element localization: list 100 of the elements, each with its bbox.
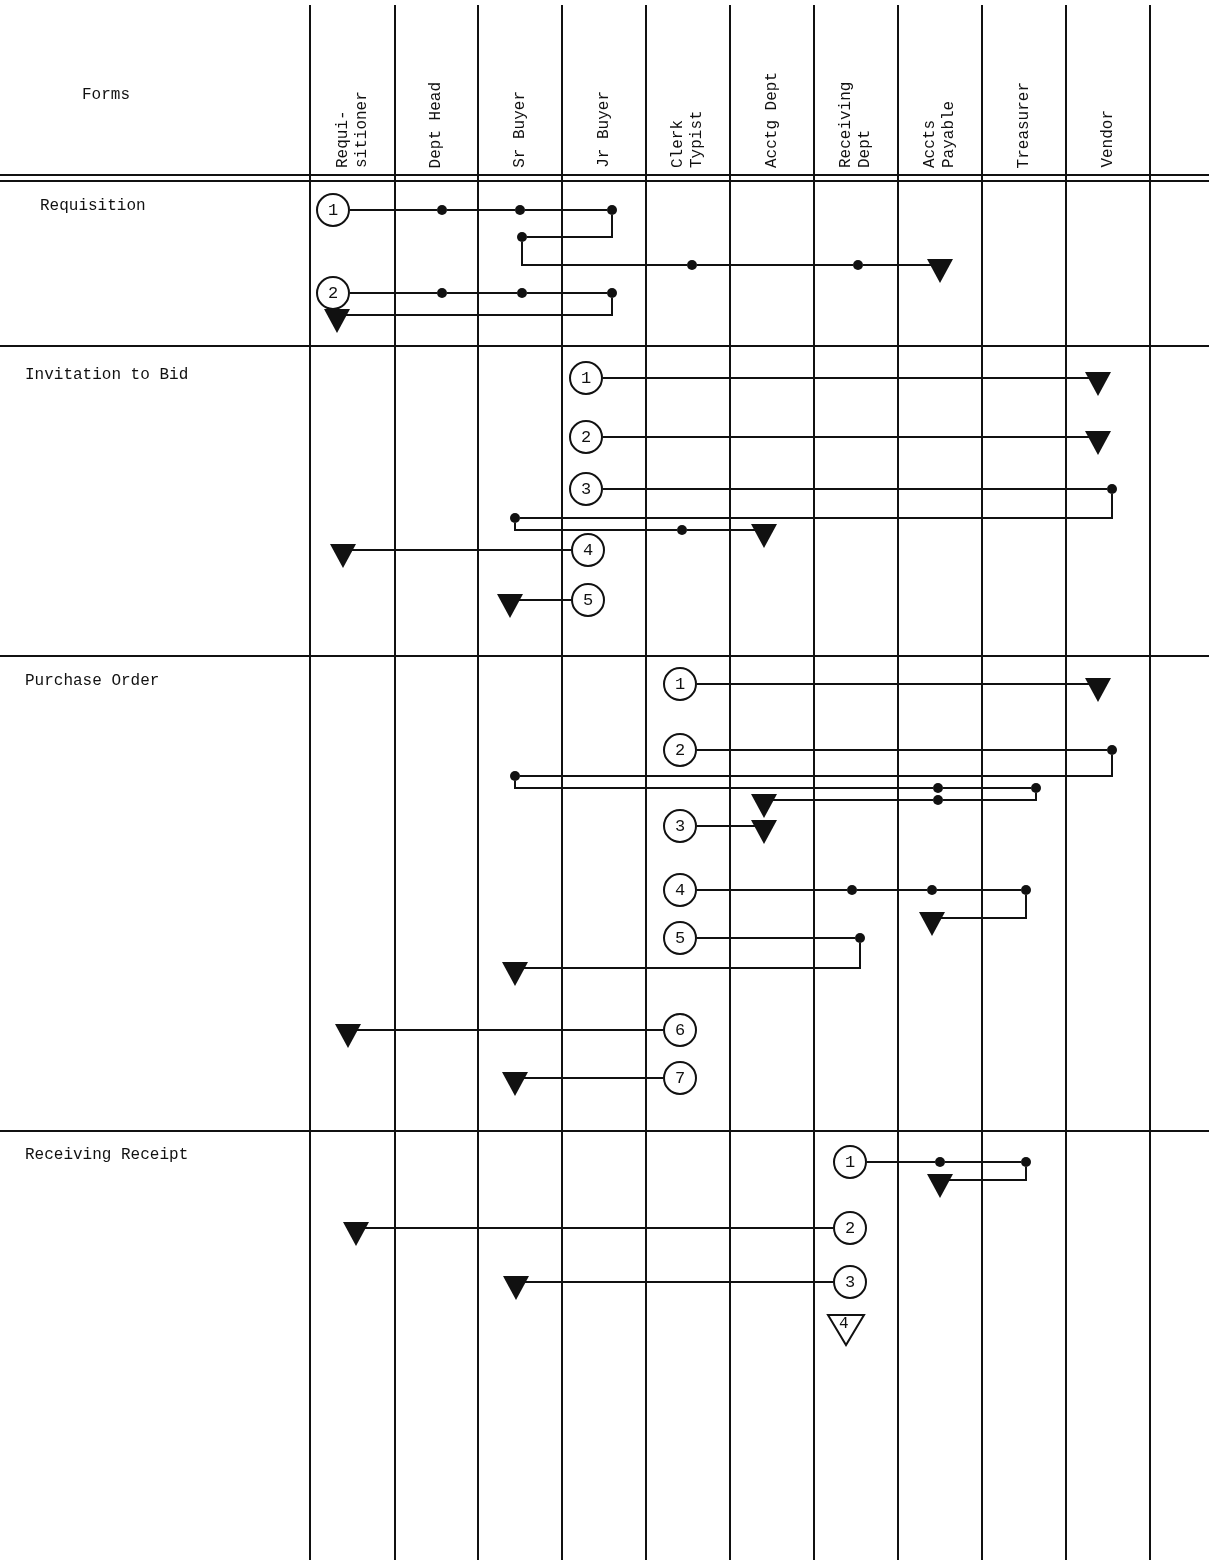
routing-line [523, 1077, 664, 1079]
row-header: Invitation to Bid [25, 366, 189, 384]
triangle-symbol [751, 524, 777, 548]
routing-line [686, 529, 756, 531]
dot [853, 260, 863, 270]
routing-line [602, 436, 1090, 438]
dot [517, 288, 527, 298]
routing-line [514, 522, 678, 531]
numbered-circle: 2 [316, 276, 350, 310]
numbered-circle: 4 [663, 873, 697, 907]
routing-line [446, 209, 516, 211]
routing-line [942, 792, 1037, 801]
routing-line [936, 889, 1022, 891]
routing-line [519, 754, 1113, 777]
routing-line [524, 209, 608, 211]
routing-line [942, 787, 1032, 789]
routing-line [519, 493, 1113, 519]
routing-line [514, 780, 934, 789]
triangle-symbol [751, 794, 777, 818]
triangle-symbol [1085, 678, 1111, 702]
numbered-circle: 7 [663, 1061, 697, 1095]
routing-line [944, 1161, 1022, 1163]
dot [847, 885, 857, 895]
column-header: Receiving Dept [837, 80, 875, 168]
dot [515, 205, 525, 215]
dot [437, 288, 447, 298]
dot [933, 783, 943, 793]
routing-line [602, 377, 1090, 379]
dot [1021, 1157, 1031, 1167]
numbered-circle: 1 [663, 667, 697, 701]
row-header: Requisition [40, 197, 146, 215]
routing-line [862, 264, 932, 266]
triangle-number: 4 [839, 1315, 849, 1333]
dot [437, 205, 447, 215]
triangle-symbol [1085, 372, 1111, 396]
triangle-symbol [751, 820, 777, 844]
routing-line [526, 292, 608, 294]
numbered-circle: 2 [663, 733, 697, 767]
column-header: Requi- sitioner [333, 90, 372, 168]
triangle-symbol [497, 594, 523, 618]
triangle-symbol [330, 544, 356, 568]
column-header: Forms [82, 86, 130, 104]
routing-line [521, 241, 688, 266]
routing-line [364, 1227, 834, 1229]
dot [607, 288, 617, 298]
routing-line [526, 214, 613, 238]
routing-line [356, 1029, 664, 1031]
triangle-symbol [927, 1174, 953, 1198]
routing-line [696, 264, 854, 266]
routing-line [856, 889, 928, 891]
triangle-symbol [927, 259, 953, 283]
column-header: Vendor [1098, 110, 1118, 168]
routing-line [696, 825, 756, 827]
numbered-circle: 2 [569, 420, 603, 454]
numbered-circle: 3 [663, 809, 697, 843]
dot [935, 1157, 945, 1167]
dot [1021, 885, 1031, 895]
triangle-symbol [502, 1072, 528, 1096]
dot [855, 933, 865, 943]
triangle-symbol [324, 309, 350, 333]
routing-line [772, 799, 934, 801]
routing-line [446, 292, 518, 294]
routing-line [345, 297, 613, 316]
numbered-circle: 3 [569, 472, 603, 506]
column-header: Jr Buyer [594, 91, 614, 168]
triangle-symbol [503, 1276, 529, 1300]
routing-line [866, 1161, 936, 1163]
numbered-circle: 2 [833, 1211, 867, 1245]
dot [1107, 484, 1117, 494]
column-header: Sr Buyer [510, 91, 530, 168]
triangle-symbol [502, 962, 528, 986]
numbered-circle: 1 [569, 361, 603, 395]
dot [687, 260, 697, 270]
numbered-circle: 5 [571, 583, 605, 617]
dot [677, 525, 687, 535]
routing-line [523, 942, 861, 969]
numbered-circle: 1 [833, 1145, 867, 1179]
routing-line [696, 889, 848, 891]
routing-line [518, 599, 572, 601]
dot [1107, 745, 1117, 755]
triangle-symbol [919, 912, 945, 936]
numbered-circle: 5 [663, 921, 697, 955]
routing-line [696, 937, 856, 939]
dot [1031, 783, 1041, 793]
routing-line [696, 683, 1090, 685]
column-header: Treasurer [1014, 81, 1034, 168]
dot [510, 513, 520, 523]
triangle-symbol [335, 1024, 361, 1048]
routing-line [602, 488, 1108, 490]
dot [607, 205, 617, 215]
dot [933, 795, 943, 805]
outlined-triangle [826, 1313, 866, 1347]
row-header: Purchase Order [25, 672, 160, 690]
row-header: Receiving Receipt [25, 1146, 189, 1164]
routing-line [349, 209, 438, 211]
routing-line [696, 749, 1108, 751]
numbered-circle: 4 [571, 533, 605, 567]
numbered-circle: 1 [316, 193, 350, 227]
routing-line [351, 549, 572, 551]
routing-line [349, 292, 438, 294]
